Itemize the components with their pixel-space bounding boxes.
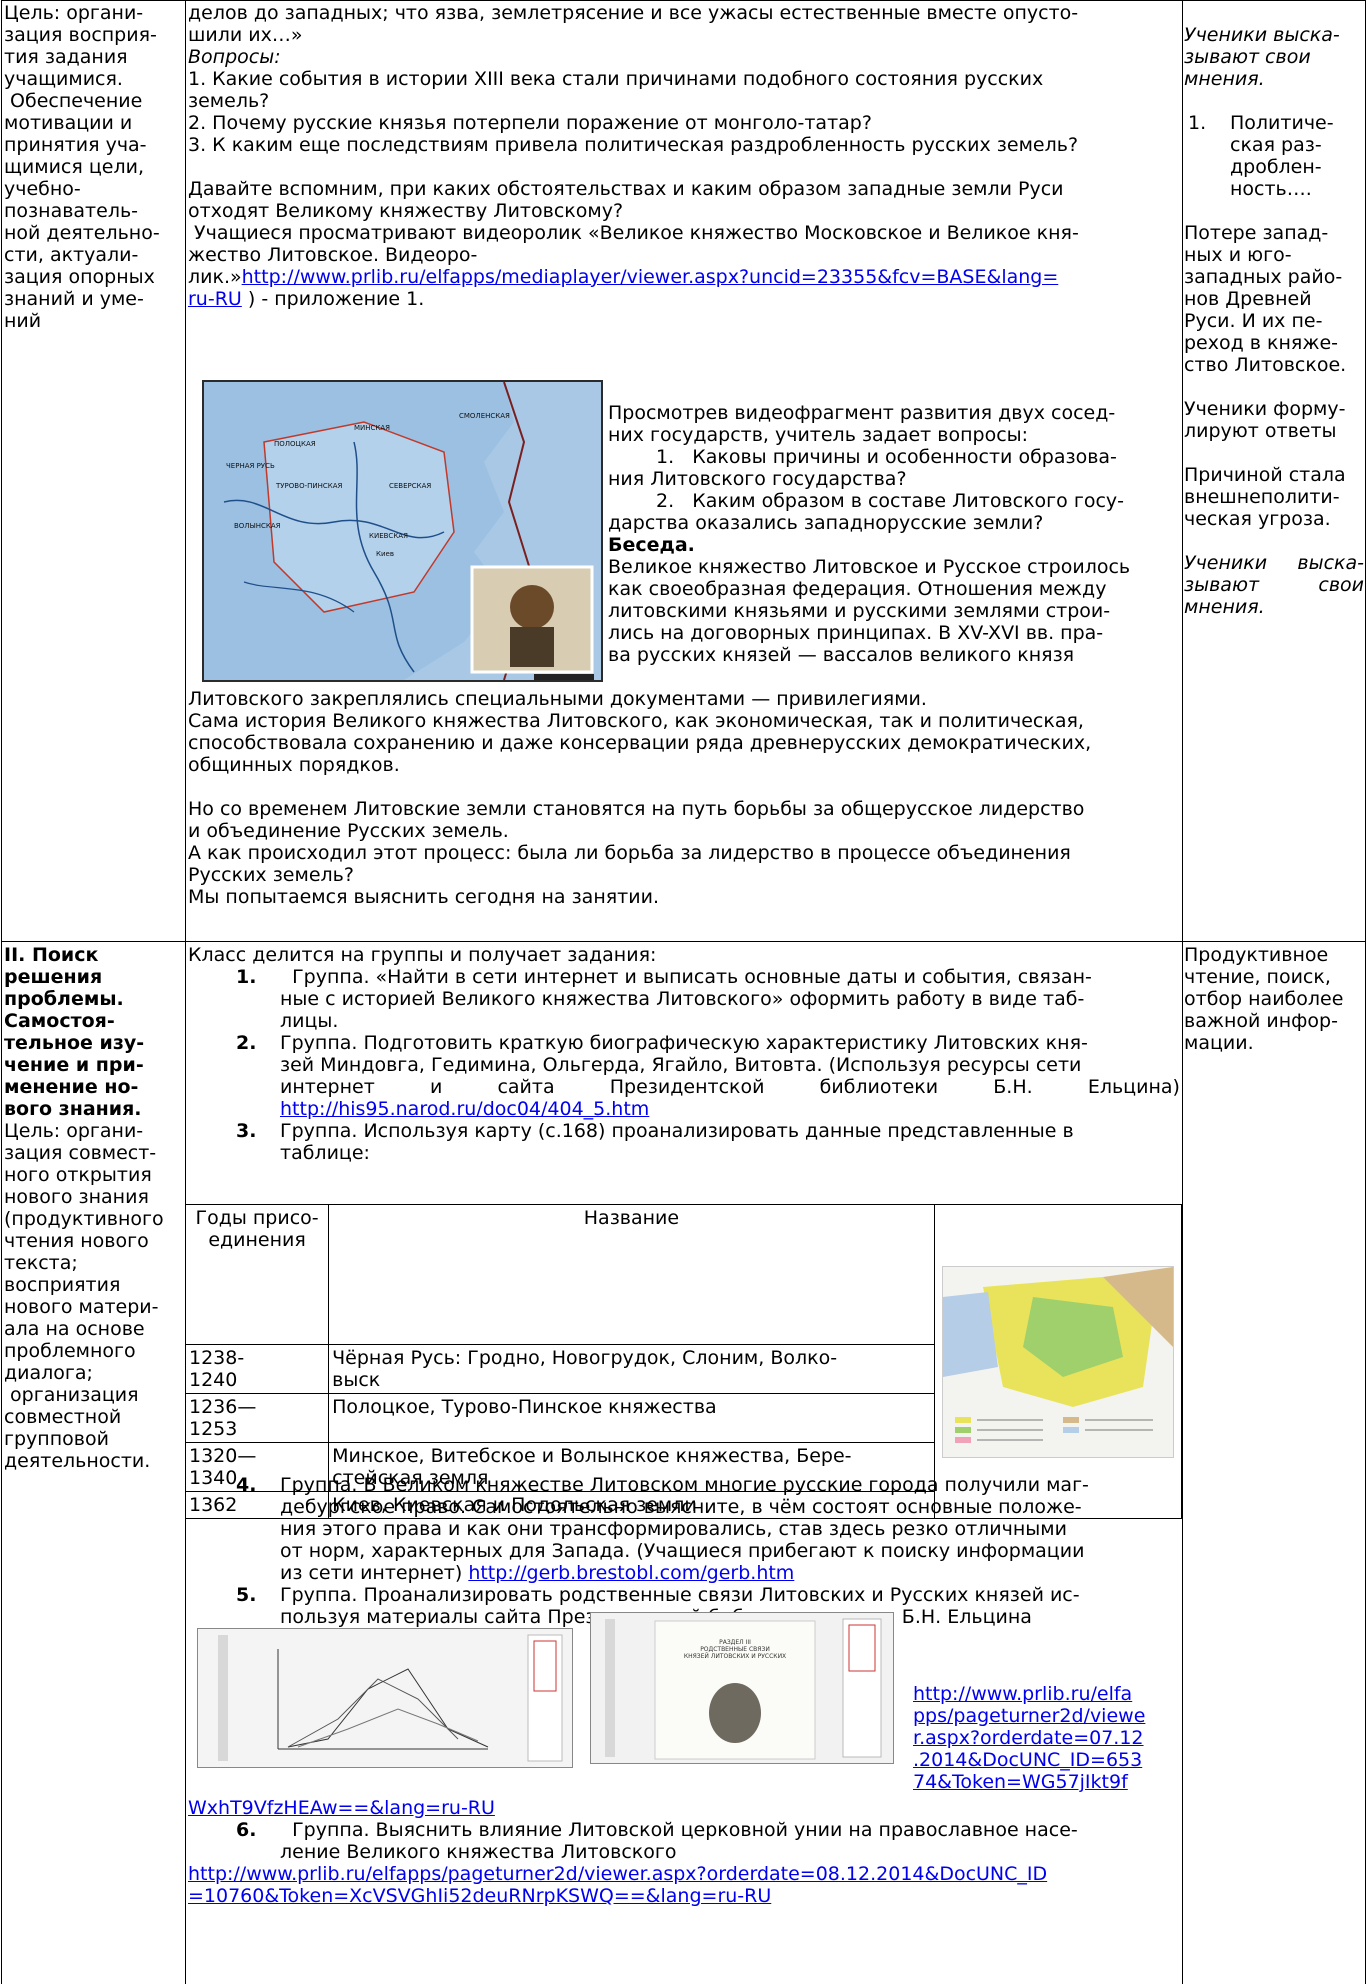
prlib-link[interactable]: 74&Token=WG57jIkt9f [913,1771,1128,1793]
group-tasks: Класс делится на группы и получает задан… [188,944,1180,1164]
recall-text: отходят Великому княжеству Литовскому? [188,200,624,222]
quote-line: шили их…» [188,24,303,46]
prlib-link[interactable]: http://www.prlib.ru/elfa [913,1683,1133,1705]
his95-link[interactable]: http://his95.narod.ru/doc04/404_5.htm [280,1098,650,1120]
prlib-link[interactable]: pps/pageturner2d/viewe [913,1705,1146,1727]
teacher-questions: Просмотрев видеофрагмент развития двух с… [608,402,1180,666]
question: 1. Какие события в истории XIII века ста… [188,68,1044,90]
group-tasks-cont: 4. Группа. В Великом княжестве Литовском… [236,1474,1089,1628]
quote-line: делов до западных; что язва, землетрясен… [188,2,1079,24]
table-row: 1238-1240 Чёрная Русь: Гродно, Новогрудо… [184,1344,1182,1394]
map-label: СМОЛЕНСКАЯ [459,412,510,420]
map-label: Киев [376,550,394,558]
prlib-link-2[interactable]: http://www.prlib.ru/elfapps/pageturner2d… [188,1863,1048,1885]
table-border-top [1,0,1365,1]
prlib-link-block: http://www.prlib.ru/elfa pps/pageturner2… [913,1683,1181,1793]
table-header-name: Название [328,1204,935,1345]
group-6-block: WxhT9VfzHEAw==&lang=ru-RU 6. Группа. Выя… [188,1797,1078,1907]
stage-goal-1: Цель: органи-зация восприя-тия задания у… [4,2,160,332]
table-border-col1 [185,0,186,1984]
table-row: 1320—1340 Минское, Витебское и Волынское… [184,1442,1182,1492]
table-row: 1362 Киев, Киевская и Подольская земли [184,1491,1182,1519]
question: 2. Почему русские князья потерпели пораж… [188,112,872,134]
chart-screenshot-thumbnail [197,1628,573,1768]
map-label: ЧЕРНАЯ РУСЬ [226,462,275,470]
prlib-link-tail[interactable]: WxhT9VfzHEAw==&lang=ru-RU [188,1797,495,1819]
map-label: СЕВЕРСКАЯ [389,482,432,490]
table-row: 1236—1253 Полоцкое, Турово-Пинское княже… [184,1393,1182,1443]
table-map-cell [933,1204,1183,1519]
historical-map-image [941,1265,1174,1458]
student-activity-1: Ученики выска- зывают свои мнения. 1. По… [1184,24,1364,618]
prlib-link-2[interactable]: =10760&Token=XcVSVGhIi52deuRNrpKSWQ==&la… [188,1885,772,1907]
book-screenshot-thumbnail: РАЗДЕЛ III РОДСТВЕННЫЕ СВЯЗИ КНЯЗЕЙ ЛИТО… [590,1612,894,1764]
question: 3. К каким еще последствиям привела поли… [188,134,1079,156]
stage-content-1: делов до западных; что язва, землетрясен… [188,2,1180,310]
video-text: жество Литовское. Видеоро- [188,244,478,266]
annexation-table: Годы присо-единения Название [184,1204,1183,1519]
table-header-years: Годы присо-единения [184,1204,330,1345]
map-image-lithuania: МИНСКАЯ ЧЕРНАЯ РУСЬ ПОЛОЦКАЯ ТУРОВО-ПИНС… [202,380,603,682]
map-label: МИНСКАЯ [354,424,391,432]
talk-label: Беседа. [608,534,695,556]
prlib-link[interactable]: r.aspx?orderdate=07.12 [913,1727,1144,1749]
video-link-cont[interactable]: ru-RU [188,288,242,310]
table-border-left [1,0,2,1984]
map-label: КИЕВСКАЯ [369,532,408,540]
table-border-col2 [1182,0,1183,1984]
map-label: ТУРОВО-ПИНСКАЯ [276,482,343,490]
lithuania-history-text: Литовского закреплялись специальными док… [188,688,1092,908]
video-text: Учащиеся просматривают видеоролик «Велик… [188,222,1079,244]
questions-label: Вопросы: [188,46,281,68]
map-label: ПОЛОЦКАЯ [274,440,316,448]
question: земель? [188,90,270,112]
map-drawing [204,382,601,680]
table-row-divider [1,941,1365,942]
gerb-link[interactable]: http://gerb.brestobl.com/gerb.htm [468,1562,795,1584]
prlib-link[interactable]: .2014&DocUNC_ID=653 [913,1749,1143,1771]
book-title: РАЗДЕЛ III РОДСТВЕННЫЕ СВЯЗИ КНЯЗЕЙ ЛИТО… [683,1639,787,1660]
video-link[interactable]: http://www.prlib.ru/elfapps/mediaplayer/… [241,266,1059,288]
recall-text: Давайте вспомним, при каких обстоятельст… [188,178,1064,200]
student-activity-2: Продуктивное чтение, поиск, отбор наибол… [1184,944,1344,1054]
map-label: ВОЛЫНСКАЯ [234,522,281,530]
